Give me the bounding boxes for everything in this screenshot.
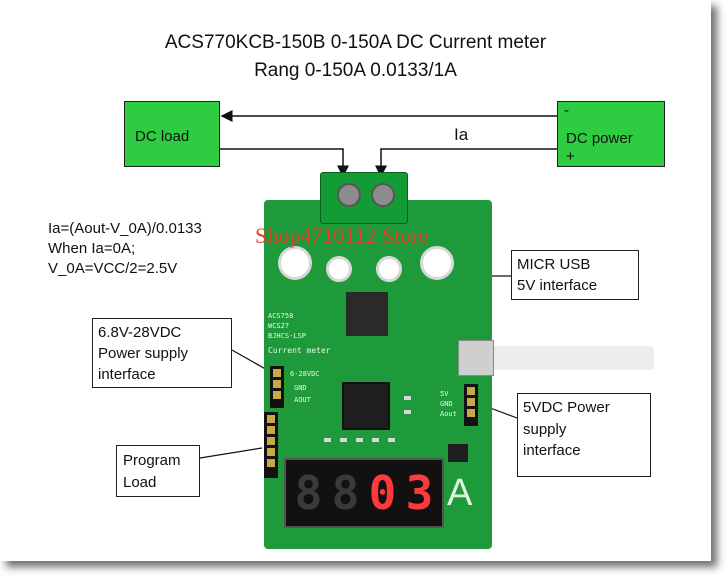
dc-power-box: - DC power + [557, 101, 665, 167]
dc-power-label: DC power [566, 130, 633, 147]
dc-load-box: DC load [124, 101, 220, 167]
silk-acs758: ACS758 [268, 312, 294, 320]
program-callout-line-1: Program [123, 452, 181, 469]
load-return-wire [220, 148, 349, 178]
vdc-callout-line-2: supply [523, 421, 567, 438]
silk-5v: 5V [440, 390, 449, 398]
regulator-chip [448, 444, 468, 462]
usb-callout-line-1: MICR USB [517, 256, 591, 273]
silk-aout: AOUT [294, 396, 311, 404]
power-callout-line-1: 6.8V-28VDC [98, 324, 182, 341]
usb-callout-line-2: 5V interface [517, 277, 598, 294]
program-pointer-line [199, 447, 263, 459]
smd-part-2 [340, 438, 347, 442]
vdc-callout-box: 5VDC Power supply interface [517, 393, 651, 477]
mount-hole-center-left [326, 256, 352, 282]
vdc-callout-line-3: interface [523, 442, 581, 459]
smd-part-7 [404, 396, 411, 400]
display-digit-1: 8 [294, 466, 323, 520]
silk-vin: 6-28VDC [290, 370, 320, 378]
formula-line-1: Ia=(Aout-V_0A)/0.0133 [48, 220, 202, 237]
store-watermark: Shop4710112 Store [255, 223, 429, 248]
product-image-frame: ACS770KCB-150B 0-150A DC Current meter R… [48, 32, 665, 549]
program-callout-box: Program Load [116, 445, 200, 497]
program-callout-line-2: Load [123, 474, 157, 491]
power-callout-box: 6.8V-28VDC Power supply interface [92, 318, 232, 388]
dc-power-minus: - [564, 102, 569, 119]
display-digit-2: 8 [331, 466, 360, 520]
smd-part-4 [372, 438, 379, 442]
silk-bjhcs: BJHCS-LSP [268, 332, 306, 340]
dc-load-label: DC load [135, 128, 190, 145]
formula-line-2: When Ia=0A; [48, 240, 136, 257]
microcontroller-chip [342, 382, 390, 430]
screw-left [337, 183, 361, 207]
title-line-2: Rang 0-150A 0.0133/1A [254, 60, 457, 81]
power-pin-header [270, 366, 284, 408]
silk-gnd-right: GND [440, 400, 453, 408]
current-sensor-chip [346, 292, 388, 336]
usb-callout-box: MICR USB 5V interface [511, 250, 639, 300]
smd-part-3 [356, 438, 363, 442]
screw-right [371, 183, 395, 207]
silk-wcs27: WCS27 [268, 322, 290, 330]
mount-hole-right [420, 246, 454, 280]
power-feed-wire [375, 148, 557, 178]
program-pin-header [264, 412, 278, 478]
usb-cable [490, 346, 654, 370]
display-digit-3: 0 [368, 466, 397, 520]
vdc-callout-line-1: 5VDC Power [523, 399, 610, 416]
display-unit-label: A [447, 472, 473, 514]
current-label-ia: Ia [454, 125, 469, 144]
title-line-1: ACS770KCB-150B 0-150A DC Current meter [164, 32, 547, 53]
led-display: 8 8 0 3 [284, 458, 444, 528]
formula-line-3: V_0A=VCC/2=2.5V [48, 260, 178, 277]
screw-terminal [320, 172, 408, 224]
smd-part-1 [324, 438, 331, 442]
power-callout-line-3: interface [98, 366, 156, 383]
micro-usb-port [458, 340, 494, 376]
silk-aout-right: Aout [440, 410, 457, 418]
silk-current-meter: Current meter [268, 346, 331, 355]
vdc-pin-header [464, 384, 478, 426]
bottom-pin-header [310, 532, 364, 546]
mount-hole-center-right [376, 256, 402, 282]
smd-part-6 [404, 410, 411, 414]
mount-hole-left [278, 246, 312, 280]
power-callout-line-2: Power supply [98, 345, 189, 362]
display-digit-4: 3 [405, 466, 434, 520]
silk-gnd: GND [294, 384, 307, 392]
smd-part-5 [388, 438, 395, 442]
dc-power-plus: + [566, 148, 575, 165]
